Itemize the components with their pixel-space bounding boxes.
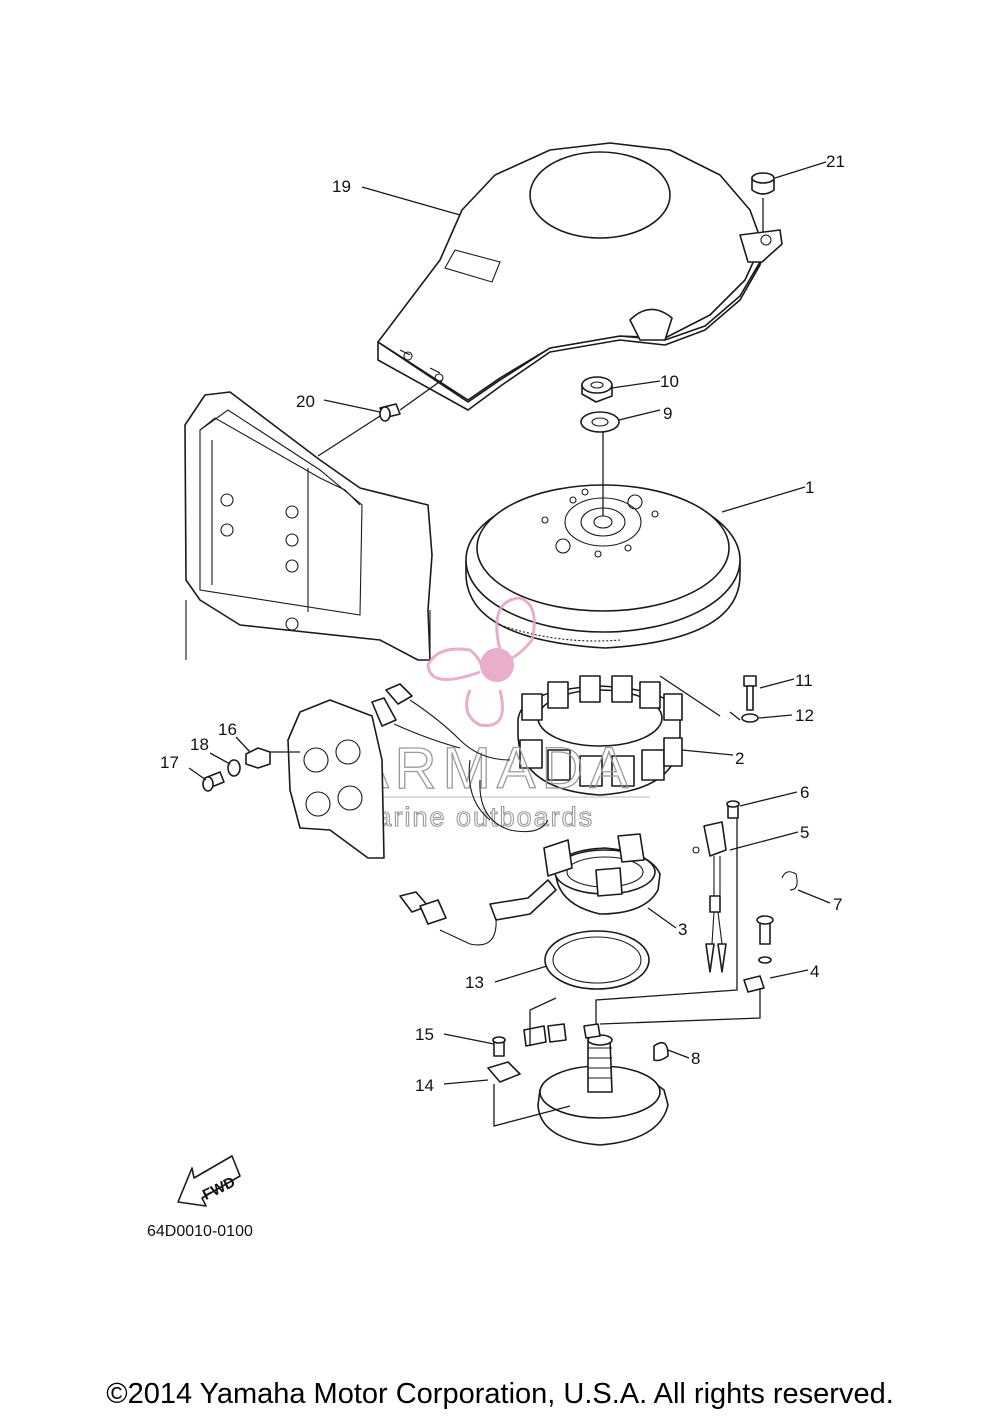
woodruff-key xyxy=(653,1041,669,1062)
pulser-coil xyxy=(399,833,661,946)
washer-9 xyxy=(580,411,620,433)
flywheel xyxy=(465,432,741,649)
mounting-plate xyxy=(260,699,385,859)
diagram-code: 64D0010-0100 xyxy=(147,1223,253,1240)
callout-12: 12 xyxy=(795,706,814,725)
nut xyxy=(581,376,613,403)
callout-6: 6 xyxy=(800,783,809,802)
callout-5: 5 xyxy=(800,823,809,842)
callout-21: 21 xyxy=(826,152,845,171)
clip-7 xyxy=(781,871,798,891)
watermark-name: ARMADA xyxy=(350,736,634,801)
callout-4: 4 xyxy=(810,962,819,981)
screw-17 xyxy=(202,771,225,792)
stator xyxy=(517,675,721,796)
clip-16 xyxy=(245,747,271,769)
holder-14 xyxy=(487,1061,521,1083)
flywheel-cover xyxy=(377,142,783,411)
callout-16: 16 xyxy=(218,720,237,739)
leader-lines xyxy=(188,161,831,1127)
callout-19: 19 xyxy=(332,177,351,196)
callout-labels: 1 2 3 4 5 6 7 8 9 10 11 12 13 14 15 16 1… xyxy=(160,152,845,1095)
callout-15: 15 xyxy=(415,1025,434,1044)
callout-8: 8 xyxy=(691,1049,700,1068)
screw-6 xyxy=(726,800,740,819)
crankcase-base xyxy=(537,1034,669,1146)
callout-1: 1 xyxy=(805,478,814,497)
callout-18: 18 xyxy=(190,735,209,754)
bolt-4 xyxy=(743,915,774,993)
callout-7: 7 xyxy=(833,895,842,914)
powerhead-bracket xyxy=(184,391,433,661)
wire-holder xyxy=(523,1023,601,1047)
callout-20: 20 xyxy=(296,392,315,411)
lead-wire-5 xyxy=(692,821,727,973)
bolt-11 xyxy=(729,675,759,723)
screw-15 xyxy=(492,1036,506,1057)
callout-14: 14 xyxy=(415,1076,434,1095)
callout-9: 9 xyxy=(663,404,672,423)
callout-2: 2 xyxy=(735,749,744,768)
callout-11: 11 xyxy=(795,671,813,690)
watermark-tagline: marine outboards xyxy=(352,802,594,832)
ring-13 xyxy=(544,930,650,990)
grommet xyxy=(751,172,775,232)
callout-3: 3 xyxy=(678,920,687,939)
callout-13: 13 xyxy=(465,973,484,992)
washer-18 xyxy=(227,759,241,777)
callout-10: 10 xyxy=(660,372,679,391)
callout-17: 17 xyxy=(160,753,179,772)
screw-20 xyxy=(317,379,443,457)
watermark-logo xyxy=(350,596,650,798)
copyright-notice: ©2014 Yamaha Motor Corporation, U.S.A. A… xyxy=(106,1378,894,1410)
fwd-arrow-icon: FWD xyxy=(177,1155,241,1207)
wire-harness xyxy=(371,683,549,833)
